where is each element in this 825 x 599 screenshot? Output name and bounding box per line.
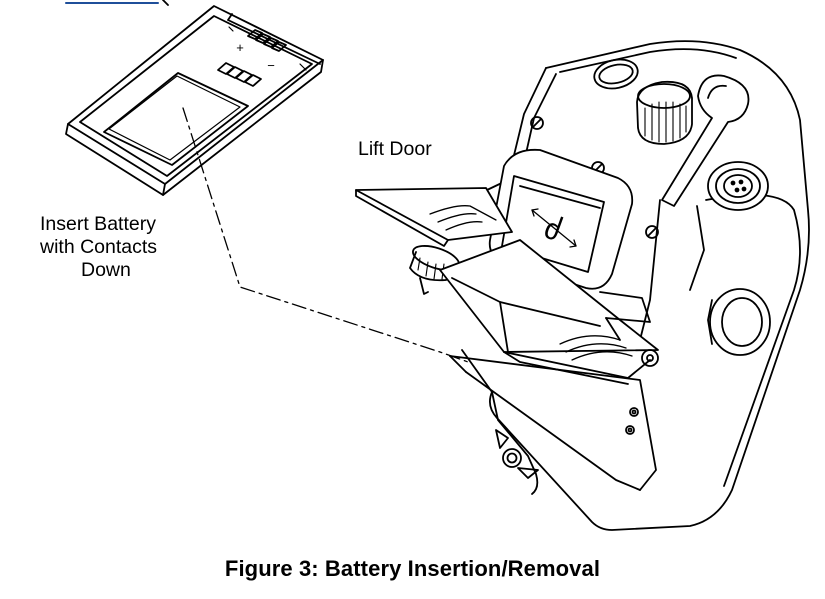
battery-minus-sign: − [267, 58, 275, 73]
battery-plus-sign: + [236, 40, 244, 55]
figure-caption: Figure 3: Battery Insertion/Removal [224, 556, 601, 581]
battery-door [355, 187, 513, 247]
insert-battery-label-line1: Insert Battery [40, 213, 156, 235]
insert-battery-label-line2: with Contacts [39, 236, 157, 258]
lift-door-label: Lift Door [358, 138, 432, 160]
knurled-knob [636, 80, 693, 145]
side-button [707, 288, 771, 356]
battery-illustration [65, 5, 324, 196]
battery-compartment [439, 239, 659, 491]
strap-clip [661, 74, 750, 207]
battery-top-contacts [247, 29, 287, 52]
insert-battery-label-line3: Down [81, 259, 131, 281]
insertion-path-arrow [182, 107, 587, 405]
dial-arrows [531, 208, 577, 248]
battery-contacts [217, 62, 262, 87]
top-heading-fragment [65, 0, 169, 6]
round-connector [707, 161, 769, 211]
mount-bracket [491, 391, 539, 495]
